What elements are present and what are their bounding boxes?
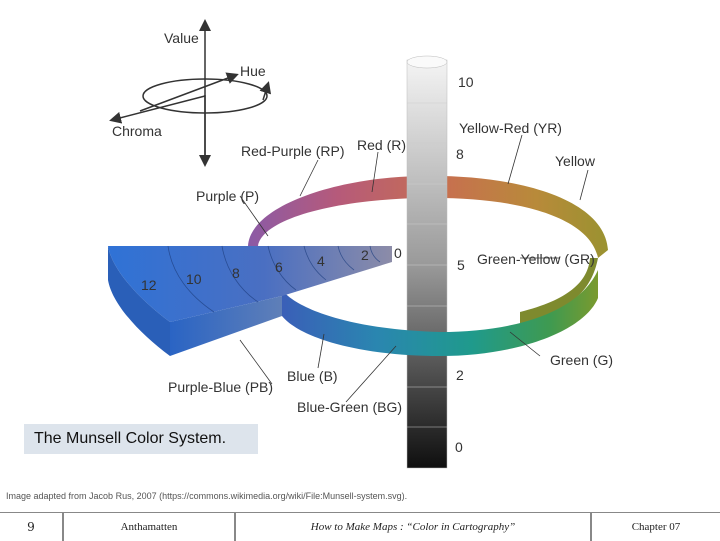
yellow-label: Yellow [555,153,596,169]
red-label: Red (R) [357,137,406,153]
value-number-0: 0 [455,439,463,455]
chroma-axis-fwd [140,75,236,111]
slide-footer: 9 Anthamatten How to Make Maps : “Color … [0,512,720,541]
footer-author: Anthamatten [64,513,236,541]
red-purple-label: Red-Purple (RP) [241,143,344,159]
green-yellow-label: Green-Yellow (GR) [477,251,595,267]
chroma-number-2: 2 [361,247,369,263]
figure-caption: The Munsell Color System. [24,424,258,454]
blue-green-label: Blue-Green (BG) [297,399,402,415]
purple-label: Purple (P) [196,188,259,204]
page-number: 9 [0,513,64,541]
green-label: Green (G) [550,352,613,368]
value-number-8: 8 [456,146,464,162]
footer-chapter: Chapter 07 [592,513,720,541]
value-pole-top [407,56,447,68]
value-number-10: 10 [458,74,474,90]
value-axis-label: Value [164,30,199,46]
chroma-axis-label: Chroma [112,123,162,139]
hue-axis-label: Hue [240,63,266,79]
value-pole [407,60,447,468]
chroma-axis [112,96,205,120]
blue-label: Blue (B) [287,368,338,384]
value-number-5: 5 [457,257,465,273]
chroma-number-4: 4 [317,253,325,269]
footer-title: How to Make Maps : “Color in Cartography… [236,513,592,541]
purple-blue-label: Purple-Blue (PB) [168,379,273,395]
value-number-2: 2 [456,367,464,383]
image-credit: Image adapted from Jacob Rus, 2007 (http… [6,491,407,501]
yellow-red-label: Yellow-Red (YR) [459,120,562,136]
chroma-number-8: 8 [232,265,240,281]
chroma-number-6: 6 [275,259,283,275]
chroma-number-0: 0 [394,245,402,261]
chroma-number-12: 12 [141,277,157,293]
chroma-number-10: 10 [186,271,202,287]
